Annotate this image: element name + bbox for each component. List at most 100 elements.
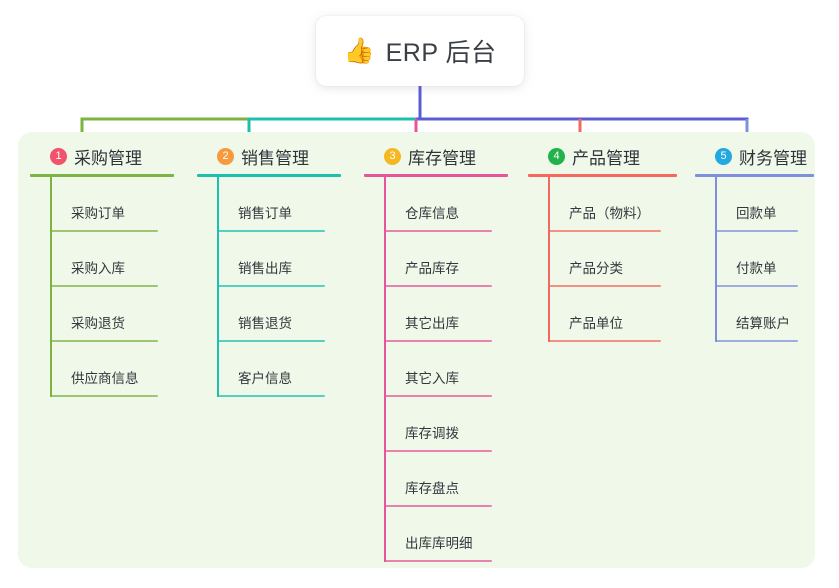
item-label: 销售订单: [238, 206, 292, 221]
item-rule: [384, 505, 492, 507]
module-item[interactable]: 采购订单: [50, 177, 180, 232]
item-rule: [384, 230, 492, 232]
modules-panel: [18, 132, 815, 568]
module-item[interactable]: 产品库存: [384, 232, 514, 287]
item-spine: [50, 287, 52, 342]
item-label: 采购入库: [71, 261, 125, 276]
item-rule: [384, 395, 492, 397]
column-items: 销售订单销售出库销售退货客户信息: [197, 177, 347, 397]
module-item[interactable]: 销售出库: [217, 232, 347, 287]
item-label: 其它出库: [405, 316, 459, 331]
item-spine: [217, 232, 219, 287]
item-label: 销售退货: [238, 316, 292, 331]
module-item[interactable]: 产品分类: [548, 232, 683, 287]
item-label: 付款单: [736, 261, 777, 276]
item-spine: [384, 232, 386, 287]
item-label: 供应商信息: [71, 371, 139, 386]
module-item[interactable]: 销售退货: [217, 287, 347, 342]
module-item[interactable]: 回款单: [715, 177, 820, 232]
module-item[interactable]: 采购退货: [50, 287, 180, 342]
item-label: 采购订单: [71, 206, 125, 221]
column-header-rule: [197, 174, 341, 177]
item-rule: [384, 340, 492, 342]
column-number-badge: 5: [715, 147, 732, 165]
item-spine: [384, 397, 386, 452]
item-rule: [50, 395, 158, 397]
module-item[interactable]: 产品（物料）: [548, 177, 683, 232]
item-rule: [548, 285, 661, 287]
column-number-badge: 2: [217, 147, 234, 165]
item-label: 产品（物料）: [569, 206, 650, 221]
item-spine: [384, 177, 386, 232]
module-item[interactable]: 出库库明细: [384, 507, 514, 562]
root-node[interactable]: 👍 ERP 后台: [316, 16, 524, 86]
column-header-rule: [528, 174, 677, 177]
module-item[interactable]: 采购入库: [50, 232, 180, 287]
item-spine: [50, 342, 52, 397]
item-spine: [217, 342, 219, 397]
item-label: 销售出库: [238, 261, 292, 276]
item-rule: [715, 285, 798, 287]
item-spine: [715, 287, 717, 342]
item-spine: [217, 177, 219, 232]
item-label: 结算账户: [736, 316, 790, 331]
item-label: 其它入库: [405, 371, 459, 386]
module-item[interactable]: 其它出库: [384, 287, 514, 342]
item-label: 客户信息: [238, 371, 292, 386]
item-label: 产品单位: [569, 316, 623, 331]
item-spine: [50, 177, 52, 232]
module-item[interactable]: 客户信息: [217, 342, 347, 397]
item-spine: [548, 287, 550, 342]
column-header-3[interactable]: 3 库存管理: [364, 143, 514, 169]
module-item[interactable]: 供应商信息: [50, 342, 180, 397]
item-rule: [548, 340, 661, 342]
module-item[interactable]: 库存盘点: [384, 452, 514, 507]
column-header-rule: [364, 174, 508, 177]
item-spine: [217, 287, 219, 342]
module-item[interactable]: 其它入库: [384, 342, 514, 397]
column-items: 仓库信息产品库存其它出库其它入库库存调拨库存盘点出库库明细: [364, 177, 514, 562]
column-number-badge: 4: [548, 147, 565, 165]
module-item[interactable]: 库存调拨: [384, 397, 514, 452]
item-rule: [217, 230, 325, 232]
item-label: 采购退货: [71, 316, 125, 331]
column-header-rule: [695, 174, 814, 177]
module-column: 3 库存管理仓库信息产品库存其它出库其它入库库存调拨库存盘点出库库明细: [364, 143, 514, 562]
column-items: 产品（物料） 产品分类产品单位: [528, 177, 683, 342]
item-spine: [384, 342, 386, 397]
item-spine: [50, 232, 52, 287]
item-spine: [384, 452, 386, 507]
module-item[interactable]: 付款单: [715, 232, 820, 287]
item-rule: [50, 230, 158, 232]
item-rule: [548, 230, 661, 232]
module-item[interactable]: 结算账户: [715, 287, 820, 342]
item-rule: [715, 340, 798, 342]
item-rule: [217, 340, 325, 342]
item-label: 仓库信息: [405, 206, 459, 221]
item-rule: [384, 560, 492, 562]
module-item[interactable]: 销售订单: [217, 177, 347, 232]
column-number-badge: 3: [384, 147, 401, 165]
module-item[interactable]: 产品单位: [548, 287, 683, 342]
item-spine: [548, 232, 550, 287]
item-label: 出库库明细: [405, 536, 473, 551]
column-number-badge: 1: [50, 147, 67, 165]
item-rule: [217, 395, 325, 397]
item-rule: [217, 285, 325, 287]
thumbs-up-icon: 👍: [343, 36, 375, 65]
module-item[interactable]: 仓库信息: [384, 177, 514, 232]
item-spine: [384, 287, 386, 342]
column-title: 库存管理: [408, 148, 476, 168]
item-label: 产品分类: [569, 261, 623, 276]
item-rule: [50, 285, 158, 287]
